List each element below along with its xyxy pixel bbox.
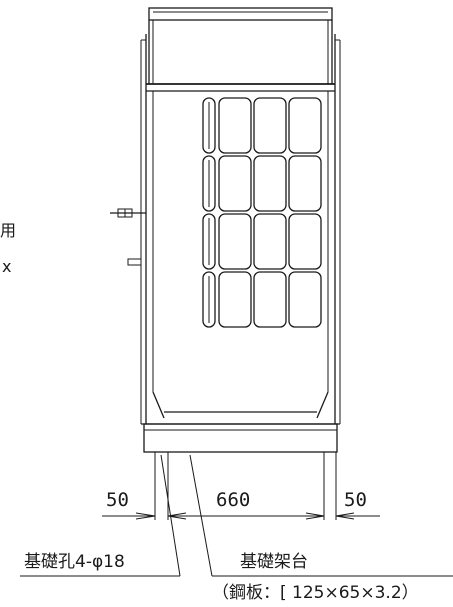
panel-cell (253, 97, 287, 154)
panel-cell (202, 271, 216, 328)
top-cap (146, 7, 335, 92)
foundation-hole-label: 基礎孔4-φ18 (24, 552, 125, 572)
panel-grid (202, 97, 322, 328)
frame-spec-label: （鋼板：[ 125×65×3.2） (212, 583, 419, 603)
dimension-left: 50 (106, 489, 129, 511)
dimension-right: 50 (344, 489, 367, 511)
cabinet-body (140, 34, 341, 425)
panel-cell (253, 213, 287, 270)
panel-cell (288, 271, 322, 328)
foundation-frame-label: 基礎架台 (240, 552, 308, 572)
panel-cell (202, 155, 216, 212)
panel-cell (253, 155, 287, 212)
panel-cell (218, 97, 252, 154)
base-frame (143, 423, 338, 453)
panel-cell (202, 97, 216, 154)
side-text-bottom: x (2, 257, 11, 276)
panel-cell (253, 271, 287, 328)
panel-cell (202, 213, 216, 270)
panel-cell (288, 155, 322, 212)
panel-cell (218, 213, 252, 270)
dimension-center: 660 (216, 489, 250, 511)
pipe-connection-lower (127, 258, 142, 266)
panel-cell (288, 213, 322, 270)
side-text-top: 用 (0, 221, 16, 240)
panel-cell (288, 97, 322, 154)
pipe-connection-upper (110, 208, 146, 218)
leader-lines (20, 454, 453, 577)
panel-cell (218, 271, 252, 328)
panel-cell (218, 155, 252, 212)
